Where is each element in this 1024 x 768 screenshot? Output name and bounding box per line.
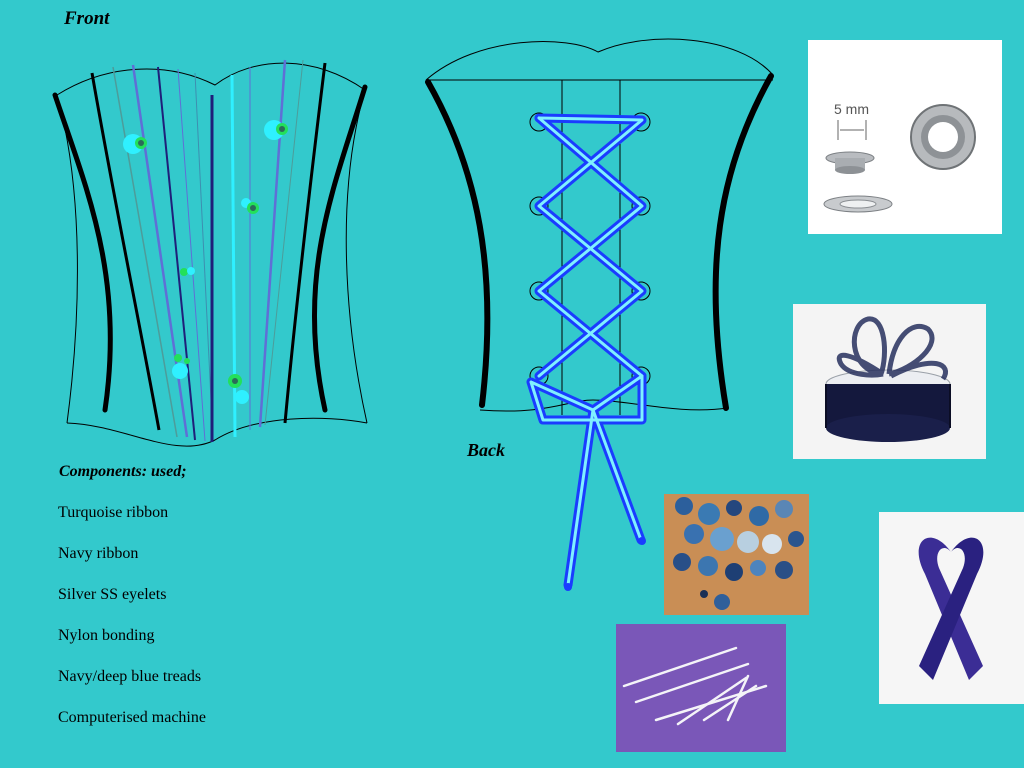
component-item: Nylon bonding	[58, 627, 155, 644]
component-item: Turquoise ribbon	[58, 504, 169, 521]
measurement-label: 5 mm	[834, 101, 869, 117]
component-item: Navy/deep blue treads	[58, 668, 202, 685]
front-label: Front	[64, 8, 110, 29]
back-corset-drawing	[425, 38, 774, 591]
component-item: Silver SS eyelets	[58, 586, 167, 603]
eyelets-photo: 5 mm	[808, 40, 1002, 234]
back-label: Back	[467, 440, 505, 460]
blue-beads-photo	[664, 494, 809, 615]
components-heading: Components: used;	[59, 463, 187, 480]
nylon-bonding-photo	[616, 624, 786, 752]
component-item: Navy ribbon	[58, 545, 139, 562]
navy-ribbon-spool-photo	[793, 304, 986, 459]
component-item: Computerised machine	[58, 709, 206, 726]
purple-ribbon-photo	[879, 512, 1024, 704]
front-corset-drawing	[52, 59, 368, 447]
